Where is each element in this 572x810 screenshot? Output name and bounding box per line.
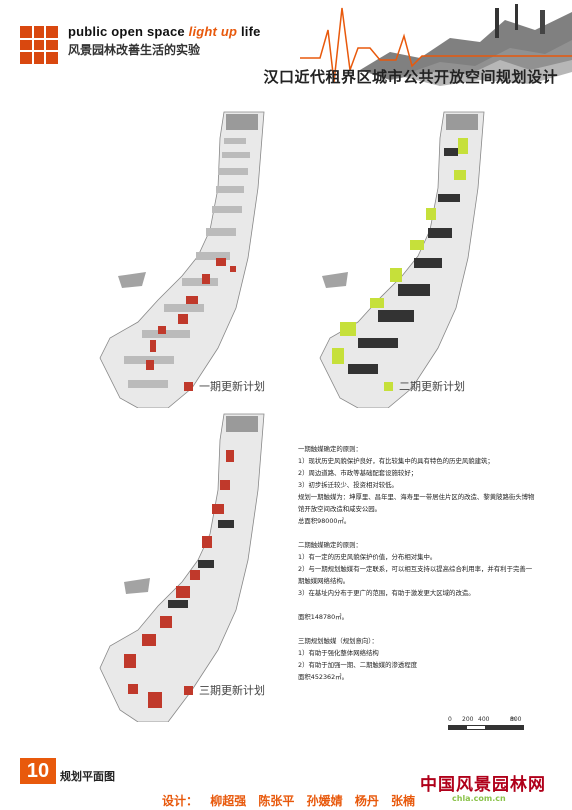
phase2-legend-label: 二期更新计划 xyxy=(399,380,465,393)
desc-line: 面积148780㎡。 xyxy=(298,613,348,621)
phase3-legend-label: 三期更新计划 xyxy=(199,684,265,697)
designer-name: 柳超强 xyxy=(210,794,247,808)
designer-name: 陈张平 xyxy=(258,794,295,808)
scale-tick-400: 400 xyxy=(478,716,490,723)
header-skyline-art xyxy=(300,4,572,86)
project-title: 汉口近代租界区城市公共开放空间规划设计 xyxy=(263,68,558,86)
site-watermark: 中国风景园林网 xyxy=(420,775,546,795)
phase2-legend-swatch xyxy=(384,381,393,391)
scale-bar-graphic xyxy=(448,725,524,730)
desc-line: 2）与一期规划触媒有一定联系，可以相互支持以提高综合利用率，并有利于完善一期触媒… xyxy=(298,565,533,585)
desc-heading-phase1: 一期触媒确定的原则： xyxy=(298,445,362,453)
slogan-en-part2: life xyxy=(237,24,261,39)
phase1-plan-map xyxy=(99,111,265,408)
scale-tick-0: 0 xyxy=(448,716,452,723)
desc-line: 2）周边道路、市政等基础配套设施较好； xyxy=(298,469,418,477)
planning-description: 一期触媒确定的原则： 1）现状历史风貌保护良好，有比较集中的具有特色的历史风貌建… xyxy=(298,443,538,683)
phase1-legend-swatch xyxy=(184,381,193,391)
logo-block xyxy=(20,26,58,64)
phase3-legend-swatch xyxy=(184,685,193,695)
credits-label: 设计： xyxy=(162,794,199,808)
slogan-chinese: 风景园林改善生活的实验 xyxy=(68,43,201,57)
phase3-legend: 三期更新计划 xyxy=(184,682,265,698)
phase1-legend: 一期更新计划 xyxy=(184,378,265,394)
slogan-english: public open space light up life xyxy=(68,24,261,39)
page-number: 10 xyxy=(20,758,56,784)
section-title: 规划平面图 xyxy=(60,770,115,783)
desc-line: 总面积98000㎡。 xyxy=(298,517,351,525)
designer-name: 张楠 xyxy=(391,794,416,808)
desc-line: 规划一期触媒为：坤厚里、昌年里、海寿里一带居住片区的改造、黎黄陂路街头博物馆开放… xyxy=(298,493,535,513)
slogan-en-part1: public open space xyxy=(68,24,189,39)
desc-line: 1）有助于强化整体网络结构 xyxy=(298,649,379,657)
desc-heading-phase3: 三期规划触媒（规划意向）： xyxy=(298,637,378,645)
desc-line: 3）初步拆迁较少、投资相对较低。 xyxy=(298,481,398,489)
desc-line: 1）现状历史风貌保护良好，有比较集中的具有特色的历史风貌建筑； xyxy=(298,457,494,465)
phase3-plan-map xyxy=(99,413,265,722)
desc-line: 3）在基址内分布于更广的范围，有助于激发更大区域的改造。 xyxy=(298,589,475,597)
slogan-en-accent: light up xyxy=(188,24,238,39)
designer-name: 孙媛婧 xyxy=(306,794,343,808)
phase2-plan-map xyxy=(319,111,485,408)
phase2-legend: 二期更新计划 xyxy=(384,378,465,394)
desc-line: 面积452362㎡。 xyxy=(298,673,348,681)
scale-tick-200: 200 xyxy=(462,716,474,723)
design-credits: 设计： 柳超强 陈张平 孙媛婧 杨丹 张楠 xyxy=(162,792,423,809)
desc-heading-phase2: 二期触媒确定的原则： xyxy=(298,541,362,549)
phase1-legend-label: 一期更新计划 xyxy=(199,380,265,393)
desc-line: 1）有一定的历史风貌保护价值，分布相对集中。 xyxy=(298,553,437,561)
desc-line: 2）有助于加强一期、二期触媒的渗透程度 xyxy=(298,661,418,669)
designer-name: 杨丹 xyxy=(354,794,379,808)
site-watermark-url: chla.com.cn xyxy=(452,794,506,803)
